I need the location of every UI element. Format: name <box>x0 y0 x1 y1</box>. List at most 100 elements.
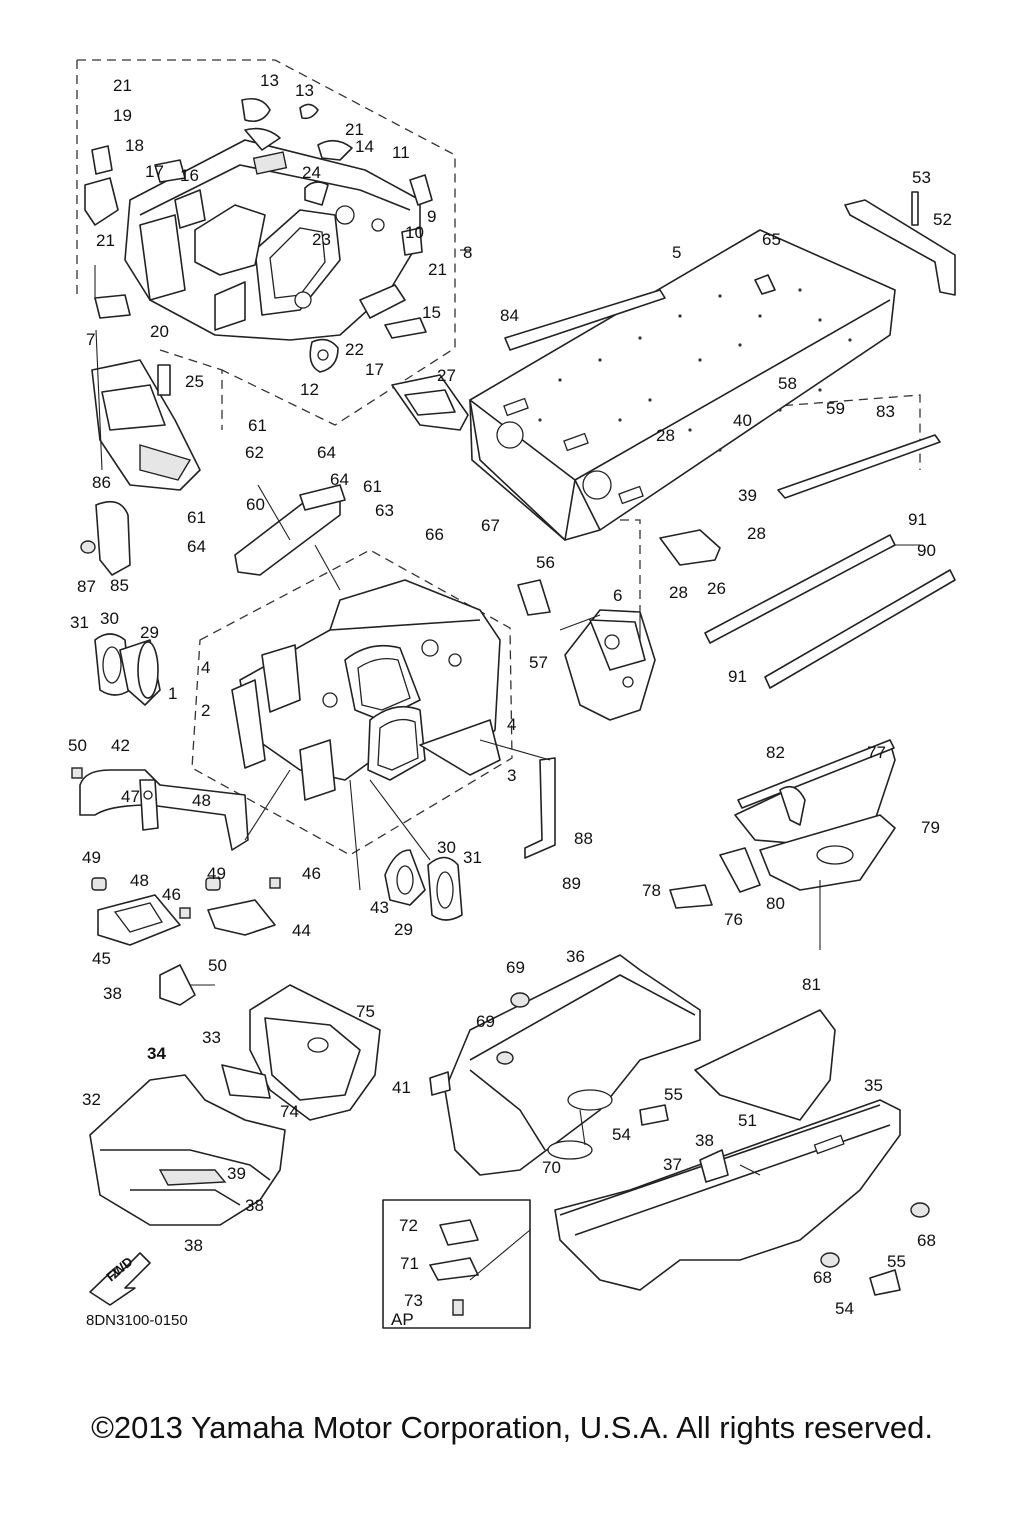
callout-46: 46 <box>302 864 321 883</box>
callout-80: 80 <box>766 894 785 913</box>
callout-32: 32 <box>82 1090 101 1109</box>
fwd-arrow: FWD <box>89 1252 151 1306</box>
callout-73: 73 <box>404 1291 423 1310</box>
callout-69b: 69 <box>476 1012 495 1031</box>
callout-28b: 28 <box>747 524 766 543</box>
callout-25: 25 <box>185 372 204 391</box>
callout-18: 18 <box>125 136 144 155</box>
callout-21: 21 <box>113 76 132 95</box>
callout-39: 39 <box>738 486 757 505</box>
callout-28: 28 <box>656 426 675 445</box>
callout-49: 49 <box>82 848 101 867</box>
callout-48b: 48 <box>130 871 149 890</box>
callout-59: 59 <box>826 399 845 418</box>
callout-89: 89 <box>562 874 581 893</box>
callout-55b: 55 <box>887 1252 906 1271</box>
callout-78: 78 <box>642 881 661 900</box>
small-plates-85-87 <box>80 500 131 576</box>
callout-40: 40 <box>733 411 752 430</box>
callout-13b: 13 <box>295 81 314 100</box>
callout-38b: 38 <box>695 1131 714 1150</box>
callout-6: 6 <box>613 586 622 605</box>
callout-35: 35 <box>864 1076 883 1095</box>
callout-23: 23 <box>312 230 331 249</box>
callout-48: 48 <box>192 791 211 810</box>
callout-49b: 49 <box>207 864 226 883</box>
callout-66: 66 <box>425 525 444 544</box>
rear-panel-77 <box>669 739 896 909</box>
callout-42: 42 <box>111 736 130 755</box>
leader-lines <box>94 249 920 1281</box>
callout-61b: 61 <box>363 477 382 496</box>
callout-54b: 54 <box>835 1299 854 1318</box>
rear-bracket-and-strips <box>504 191 956 499</box>
callout-82: 82 <box>766 743 785 762</box>
callout-29b: 29 <box>394 920 413 939</box>
drawing-code: 8DN3100-0150 <box>86 1312 188 1329</box>
callout-46b: 46 <box>162 885 181 904</box>
callout-1: 1 <box>168 684 177 703</box>
belly-pan-36 <box>429 954 701 1176</box>
callout-64b: 64 <box>330 470 349 489</box>
callout-60: 60 <box>246 495 265 514</box>
callout-13: 13 <box>260 71 279 90</box>
callout-3: 3 <box>507 766 516 785</box>
callout-54: 54 <box>612 1125 631 1144</box>
callout-22: 22 <box>345 340 364 359</box>
callout-70: 70 <box>542 1158 561 1177</box>
callout-56: 56 <box>536 553 555 572</box>
callout-76: 76 <box>724 910 743 929</box>
callout-43: 43 <box>370 898 389 917</box>
callout-11: 11 <box>392 143 410 162</box>
callout-14: 14 <box>355 137 374 156</box>
callout-21c: 21 <box>428 260 447 279</box>
callout-10: 10 <box>405 223 424 242</box>
callout-71: 71 <box>400 1254 419 1273</box>
callout-16: 16 <box>180 166 199 185</box>
callout-64c: 64 <box>187 537 206 556</box>
callout-51: 51 <box>738 1111 757 1130</box>
callout-8: 8 <box>463 243 472 262</box>
callout-19: 19 <box>113 106 132 125</box>
callout-30: 30 <box>100 609 119 628</box>
callout-61: 61 <box>248 416 267 435</box>
callout-5: 5 <box>672 243 681 262</box>
callout-15: 15 <box>422 303 441 322</box>
callout-26: 26 <box>707 579 726 598</box>
callout-67: 67 <box>481 516 500 535</box>
belly-pan-32 <box>89 1074 286 1226</box>
callout-74: 74 <box>280 1102 299 1121</box>
callout-31: 31 <box>70 613 89 632</box>
callout-63: 63 <box>375 501 394 520</box>
callout-12: 12 <box>300 380 319 399</box>
callout-81: 81 <box>802 975 821 994</box>
callout-34: 34 <box>147 1044 166 1063</box>
side-panels-81-35 <box>554 1009 930 1296</box>
callout-55: 55 <box>664 1085 683 1104</box>
callout-20: 20 <box>150 322 169 341</box>
callout-47: 47 <box>121 787 140 806</box>
callout-62: 62 <box>245 443 264 462</box>
callout-68b: 68 <box>813 1268 832 1287</box>
callout-79: 79 <box>921 818 940 837</box>
callout-38c: 38 <box>245 1196 264 1215</box>
callout-44: 44 <box>292 921 311 940</box>
callout-17: 17 <box>145 162 164 181</box>
callout-17b: 17 <box>365 360 384 379</box>
callout-58: 58 <box>778 374 797 393</box>
callout-50: 50 <box>68 736 87 755</box>
callout-69: 69 <box>506 958 525 977</box>
callout-38d: 38 <box>184 1236 203 1255</box>
callout-84: 84 <box>500 306 519 325</box>
callout-65: 65 <box>762 230 781 249</box>
callout-30b: 30 <box>437 838 456 857</box>
callout-77: 77 <box>867 743 886 762</box>
callout-86: 86 <box>92 473 111 492</box>
callout-27: 27 <box>437 366 456 385</box>
callout-90: 90 <box>917 541 936 560</box>
callout-7: 7 <box>86 330 95 349</box>
callout-28c: 28 <box>669 583 688 602</box>
callout-21b: 21 <box>345 120 364 139</box>
callout-53: 53 <box>912 168 931 187</box>
